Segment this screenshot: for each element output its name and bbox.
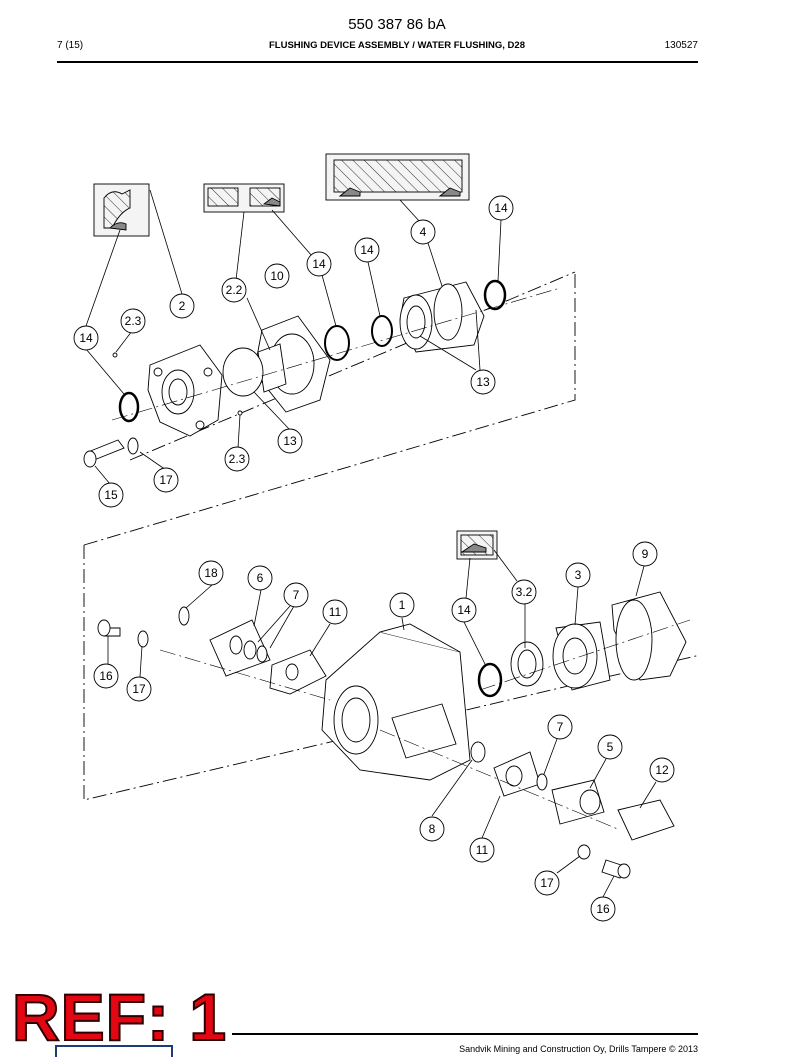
svg-text:14: 14 bbox=[360, 243, 374, 257]
callout-14e: 14 bbox=[451, 597, 477, 623]
svg-text:13: 13 bbox=[476, 375, 490, 389]
callout-2: 2 bbox=[169, 293, 195, 319]
svg-text:10: 10 bbox=[270, 269, 284, 283]
callout-7a: 7 bbox=[283, 582, 309, 608]
svg-text:7: 7 bbox=[293, 588, 300, 602]
svg-text:1: 1 bbox=[399, 598, 406, 612]
svg-text:16: 16 bbox=[596, 902, 610, 916]
callout-16a: 16 bbox=[93, 663, 119, 689]
callout-14a: 14 bbox=[488, 195, 514, 221]
callout-bubbles: 14 4 14 14 10 2.2 2 2.3 14 13 13 2.3 17 … bbox=[73, 195, 675, 922]
svg-text:6: 6 bbox=[257, 571, 264, 585]
svg-text:8: 8 bbox=[429, 822, 436, 836]
svg-text:7: 7 bbox=[557, 720, 564, 734]
callout-2-3b: 2.3 bbox=[224, 446, 250, 472]
callout-2-2: 2.2 bbox=[221, 277, 247, 303]
svg-text:17: 17 bbox=[132, 682, 146, 696]
callout-15: 15 bbox=[98, 482, 124, 508]
ref-stamp: REF: 1 bbox=[11, 980, 228, 1054]
callout-14b: 14 bbox=[354, 237, 380, 263]
svg-text:14: 14 bbox=[312, 257, 326, 271]
page-count: 7 (15) bbox=[57, 40, 84, 51]
copyright-text: Sandvik Mining and Construction Oy, Dril… bbox=[459, 1044, 698, 1054]
callout-4: 4 bbox=[410, 219, 436, 245]
callout-17a: 17 bbox=[153, 467, 179, 493]
document-number: 550 387 86 bA bbox=[348, 16, 446, 33]
callout-2-3a: 2.3 bbox=[120, 308, 146, 334]
footer-rule bbox=[232, 1033, 698, 1035]
svg-text:11: 11 bbox=[329, 605, 342, 619]
svg-text:13: 13 bbox=[283, 434, 297, 448]
callout-14c: 14 bbox=[306, 251, 332, 277]
lower-parts bbox=[97, 591, 687, 879]
svg-text:2.3: 2.3 bbox=[125, 314, 142, 328]
svg-text:2: 2 bbox=[179, 299, 186, 313]
header-rule bbox=[57, 61, 698, 63]
svg-text:16: 16 bbox=[99, 669, 113, 683]
callout-17c: 17 bbox=[534, 870, 560, 896]
svg-text:14: 14 bbox=[457, 603, 471, 617]
callout-13b: 13 bbox=[277, 428, 303, 454]
svg-text:5: 5 bbox=[607, 740, 614, 754]
seal-detail-box-top bbox=[325, 153, 470, 201]
svg-text:4: 4 bbox=[420, 225, 427, 239]
document-date: 130527 bbox=[664, 40, 698, 51]
callout-3-2: 3.2 bbox=[511, 579, 537, 605]
svg-text:2.2: 2.2 bbox=[226, 283, 243, 297]
callout-10: 10 bbox=[264, 263, 290, 289]
svg-text:17: 17 bbox=[540, 876, 554, 890]
callout-13a: 13 bbox=[470, 369, 496, 395]
seal-detail-box-middle bbox=[203, 183, 285, 213]
callout-1: 1 bbox=[389, 592, 415, 618]
document-title: FLUSHING DEVICE ASSEMBLY / WATER FLUSHIN… bbox=[268, 40, 525, 51]
svg-text:14: 14 bbox=[79, 331, 93, 345]
callout-18: 18 bbox=[198, 560, 224, 586]
callout-16b: 16 bbox=[590, 896, 616, 922]
svg-text:15: 15 bbox=[104, 488, 118, 502]
svg-text:2.3: 2.3 bbox=[229, 452, 246, 466]
callout-6: 6 bbox=[247, 565, 273, 591]
seal-detail-box-left bbox=[93, 183, 150, 237]
svg-text:12: 12 bbox=[655, 763, 669, 777]
svg-text:3.2: 3.2 bbox=[516, 585, 533, 599]
svg-text:17: 17 bbox=[159, 473, 173, 487]
callout-17b: 17 bbox=[126, 676, 152, 702]
center-axis-lines bbox=[111, 287, 691, 831]
callout-9: 9 bbox=[632, 541, 658, 567]
callout-8: 8 bbox=[419, 816, 445, 842]
svg-text:3: 3 bbox=[575, 568, 582, 582]
callout-14d: 14 bbox=[73, 325, 99, 351]
callout-11a: 11 bbox=[322, 599, 348, 625]
svg-text:14: 14 bbox=[494, 201, 508, 215]
leader-lines bbox=[85, 189, 657, 898]
callout-7b: 7 bbox=[547, 714, 573, 740]
upper-parts bbox=[83, 279, 507, 468]
svg-text:18: 18 bbox=[204, 566, 218, 580]
svg-text:11: 11 bbox=[476, 843, 489, 857]
seal-detail-box-lower bbox=[456, 530, 498, 560]
svg-text:9: 9 bbox=[642, 547, 649, 561]
callout-12: 12 bbox=[649, 757, 675, 783]
callout-5: 5 bbox=[597, 734, 623, 760]
callout-11b: 11 bbox=[469, 837, 495, 863]
callout-3: 3 bbox=[565, 562, 591, 588]
